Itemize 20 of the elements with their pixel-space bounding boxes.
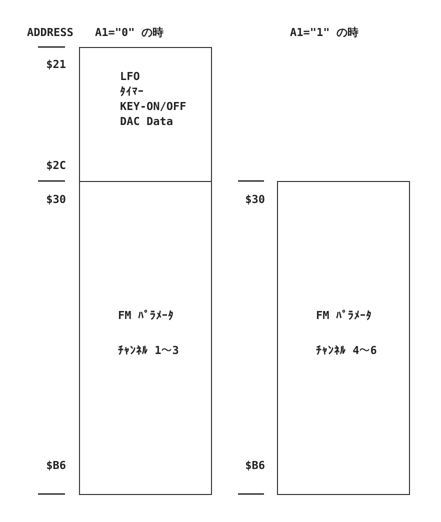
column-heading: ADDRESS: [27, 26, 74, 40]
block-text: DAC Data: [120, 115, 173, 129]
memory-block: [79, 47, 212, 182]
address-label: $2C: [46, 159, 66, 173]
block-text: FM ﾊﾟﾗﾒｰﾀ: [316, 309, 372, 323]
block-text: ﾀｲﾏｰ: [120, 85, 144, 99]
address-label: $B6: [46, 459, 66, 473]
address-label: $30: [46, 193, 66, 207]
column-heading: A1="0" の時: [95, 26, 164, 40]
block-text: LFO: [120, 70, 140, 84]
address-label: $30: [245, 193, 265, 207]
column-heading: A1="1" の時: [290, 26, 358, 40]
address-label: $21: [46, 58, 66, 72]
block-text: KEY-ON/OFF: [120, 100, 186, 114]
memory-block: [79, 181, 212, 495]
block-text: ﾁｬﾝﾈﾙ 1〜3: [118, 344, 179, 358]
block-text: ﾁｬﾝﾈﾙ 4〜6: [316, 344, 377, 358]
block-text: FM ﾊﾟﾗﾒｰﾀ: [118, 309, 174, 323]
memory-block: [277, 181, 410, 495]
address-label: $B6: [245, 459, 265, 473]
